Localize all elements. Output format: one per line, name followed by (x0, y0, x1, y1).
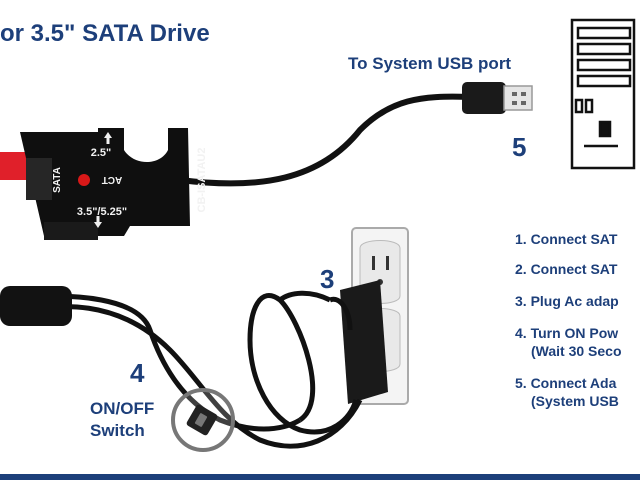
label-3-5: 3.5"/5.25" (77, 206, 127, 218)
label-act: ACT (102, 174, 123, 185)
usb-cable (179, 93, 471, 187)
step-item: 2. Connect SAT (515, 261, 618, 277)
label-sata: SATA (52, 167, 63, 193)
up-arrow-icon (104, 132, 112, 138)
sata-cable (0, 152, 30, 180)
bottom-bar (0, 474, 640, 480)
step-item: 1. Connect SAT (515, 231, 618, 247)
switch-label-line2: Switch (90, 421, 145, 440)
power-adapter-icon (340, 280, 388, 404)
label-model: CB-ISATAU2 (196, 148, 208, 213)
adapter-body (20, 128, 190, 240)
callout-3: 3 (320, 264, 335, 294)
dc-plug (0, 286, 72, 326)
down-arrow-icon (94, 222, 102, 228)
label-2-5: 2.5" (91, 147, 112, 159)
step-item: 4. Turn ON Pow(Wait 30 Seco (515, 325, 622, 359)
usb-port-label: To System USB port (348, 54, 512, 73)
usb-plug-icon (462, 82, 533, 114)
callout-5: 5 (512, 132, 527, 162)
act-led (78, 174, 90, 186)
step-item: 5. Connect Ada(System USB (515, 375, 619, 409)
switch-label: ON/OFF Switch (90, 398, 154, 442)
callout-4: 4 (130, 358, 145, 388)
computer-tower-icon (570, 18, 636, 170)
switch-label-line1: ON/OFF (90, 399, 155, 418)
page-title: or 3.5" SATA Drive (0, 20, 210, 47)
step-item: 3. Plug Ac adap (515, 293, 619, 309)
